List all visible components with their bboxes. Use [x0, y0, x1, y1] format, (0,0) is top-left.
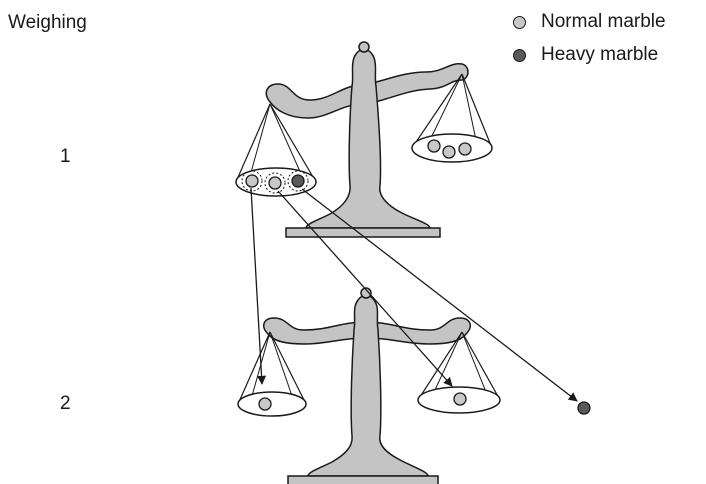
- normal-marble: [453, 392, 467, 406]
- selection-circle: [264, 172, 286, 194]
- scale-2-left-pan: [237, 391, 307, 417]
- legend-normal-marble: Normal marble: [513, 11, 666, 33]
- normal-marble: [458, 142, 472, 156]
- legend-heavy-marble: Heavy marble: [513, 44, 658, 66]
- normal-marble: [442, 145, 456, 159]
- arrow: [250, 187, 267, 385]
- normal-marble-icon: [513, 15, 526, 29]
- scale-2-knob: [360, 287, 372, 299]
- normal-marble: [268, 176, 282, 190]
- scale-1-left-pan-marbles: [241, 170, 309, 194]
- arrow: [277, 190, 453, 387]
- scale-1-right-pan-marbles: [427, 139, 472, 159]
- heavy-marble-icon: [513, 48, 526, 62]
- heavy-marble: [577, 401, 591, 415]
- weighing-1-label: 1: [60, 146, 71, 167]
- scale-2-stand: [307, 294, 429, 477]
- scale-1-stand: [305, 48, 431, 229]
- selection-circle: [241, 170, 263, 192]
- legend-normal-label: Normal marble: [541, 11, 666, 32]
- legend-heavy-label: Heavy marble: [541, 44, 659, 65]
- balance-scale-1: [235, 41, 493, 238]
- heavy-marble: [291, 174, 305, 188]
- scale-1-base-plate: [285, 227, 441, 238]
- normal-marble: [245, 174, 259, 188]
- normal-marble: [258, 397, 272, 411]
- balance-scale-2: [237, 287, 501, 484]
- scale-2-base-plate: [287, 475, 439, 484]
- arrow: [301, 188, 578, 402]
- selection-circle: [287, 170, 309, 192]
- scale-1-knob: [358, 41, 370, 53]
- transfer-arrows: [250, 187, 578, 402]
- weighing-2-label: 2: [60, 393, 71, 414]
- diagram-title: Weighing: [8, 12, 87, 33]
- normal-marble: [427, 139, 441, 153]
